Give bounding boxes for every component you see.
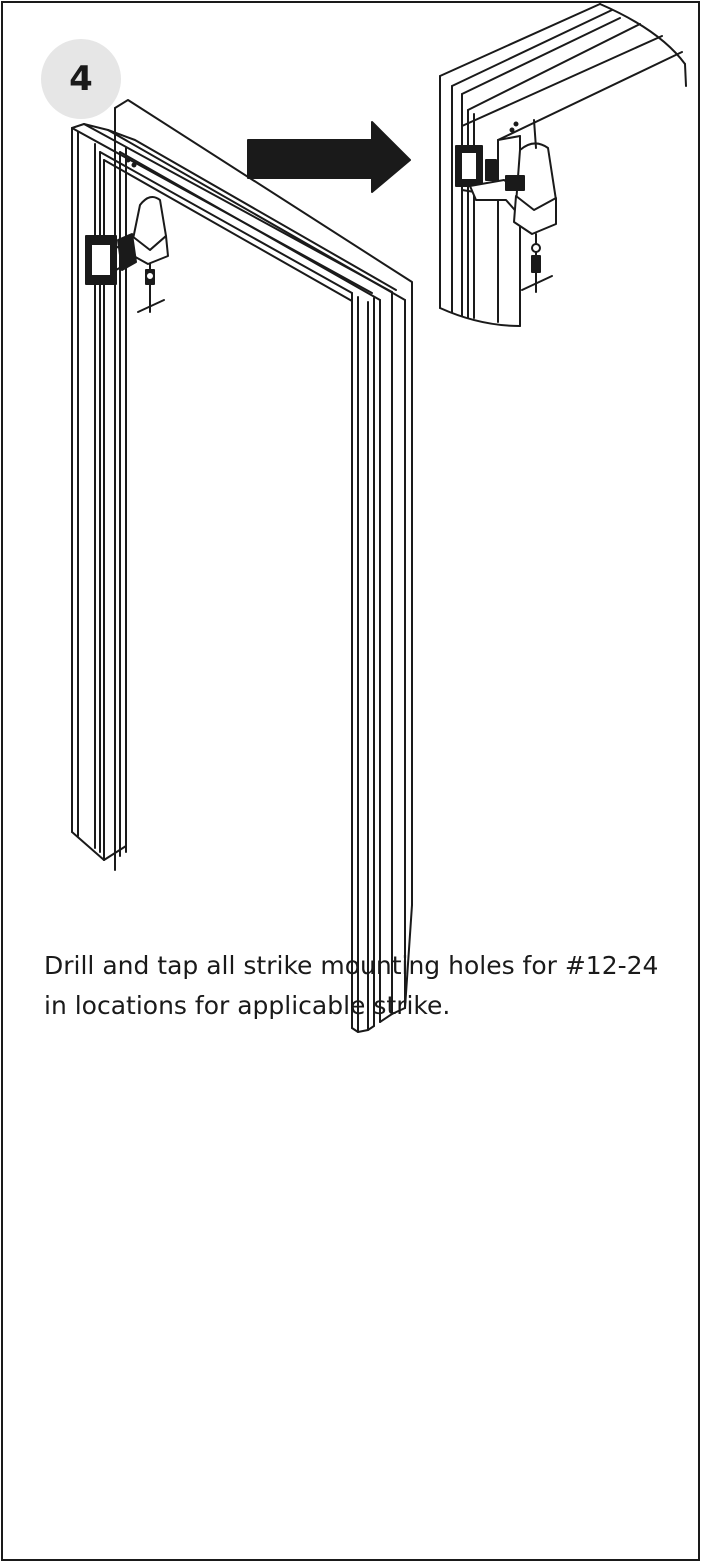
door-frame-drawing [71,99,413,1033]
right-arrow-icon [247,121,411,193]
strike-box-detail [455,145,535,217]
strike-box [85,235,131,285]
drill-icon [117,195,169,313]
detail-view-drawing [439,3,687,327]
step-number-badge: 4 [41,39,121,119]
instruction-text: Drill and tap all strike mounting holes … [44,951,659,1020]
drill-detail-icon [505,119,557,293]
step-number: 4 [69,59,93,99]
